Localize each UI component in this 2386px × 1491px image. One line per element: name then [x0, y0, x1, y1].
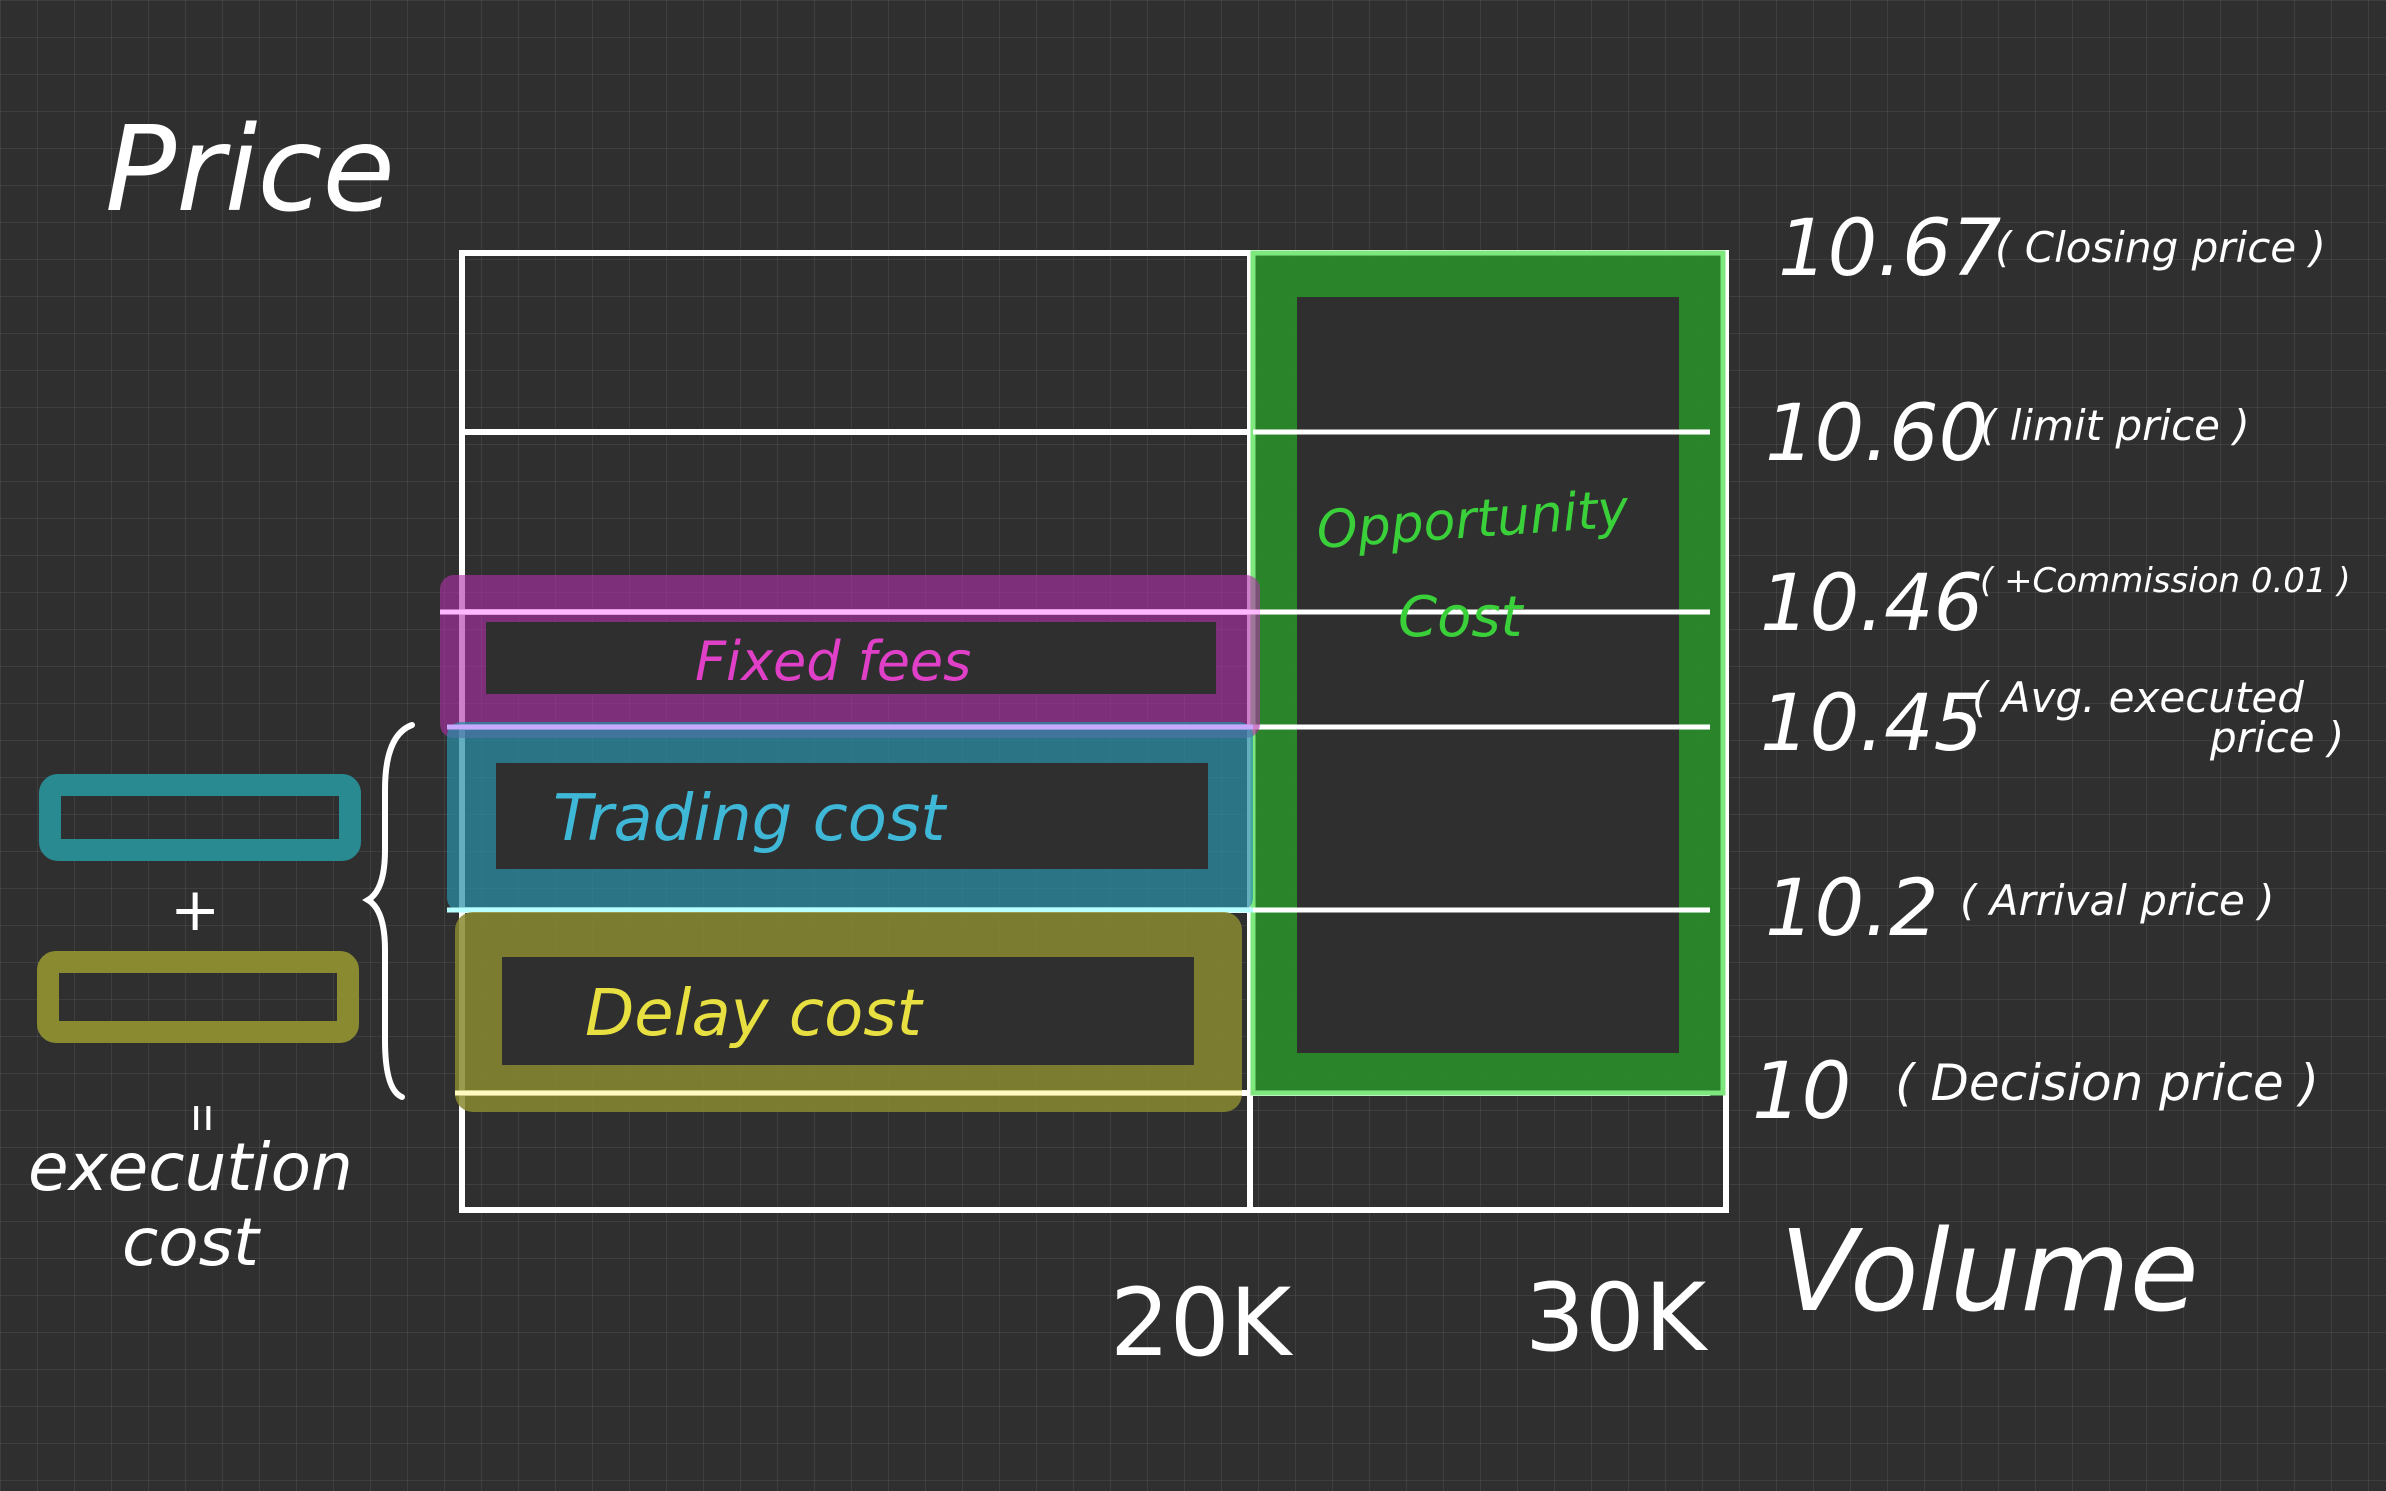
price-note-1060: ( limit price )	[1980, 401, 2250, 450]
legend-delay-cost-swatch	[37, 951, 359, 1043]
execution-cost-legend: + ıı execution cost	[28, 722, 415, 1281]
legend-result-line2: cost	[122, 1204, 261, 1281]
price-value-10: 10	[1752, 1047, 1851, 1137]
delay-cost-region: Delay cost	[455, 912, 1242, 1112]
volume-tick-20k: 20K	[1110, 1269, 1294, 1378]
price-value-1060: 10.60	[1765, 389, 1988, 479]
price-labels: 10.67 ( Closing price ) 10.60 ( limit pr…	[1752, 204, 2351, 1137]
delay-cost-label: Delay cost	[585, 977, 925, 1051]
legend-plus: +	[170, 875, 220, 945]
fixed-fees-label: Fixed fees	[695, 630, 971, 693]
price-note-10: ( Decision price )	[1895, 1054, 2319, 1112]
legend-equals: ıı	[190, 1090, 214, 1141]
price-value-1045: 10.45	[1760, 679, 1983, 769]
opportunity-cost-region: Opportunity Cost	[1250, 250, 1726, 1096]
fixed-fees-region: Fixed fees	[440, 575, 1260, 738]
price-note-1045-line2: price )	[2209, 713, 2344, 762]
trading-cost-inner	[496, 763, 1208, 869]
price-note-102: ( Arrival price )	[1960, 876, 2275, 925]
price-value-102: 10.2	[1765, 864, 1939, 954]
price-value-1046: 10.46	[1760, 559, 1983, 649]
legend-result-line1: execution	[28, 1129, 353, 1206]
price-value-1067: 10.67	[1778, 204, 2001, 294]
price-note-1045-line1: ( Avg. executed	[1972, 673, 2304, 722]
trading-cost-label: Trading cost	[553, 782, 948, 856]
y-axis-label: Price	[105, 100, 395, 238]
trading-cost-region: Trading cost	[447, 722, 1253, 913]
volume-tick-30k: 30K	[1525, 1264, 1709, 1373]
x-axis-label: Volume	[1780, 1207, 2199, 1337]
opportunity-cost-inner	[1297, 297, 1679, 1053]
price-note-1046: ( +Commission 0.01 )	[1980, 561, 2351, 601]
legend-brace	[362, 722, 415, 1100]
price-note-1067: ( Closing price )	[1995, 223, 2326, 272]
opportunity-cost-label-line2: Cost	[1398, 585, 1525, 650]
delay-cost-inner	[502, 957, 1194, 1065]
legend-trading-cost-swatch	[39, 774, 361, 861]
fixed-fees-inner	[486, 622, 1216, 694]
